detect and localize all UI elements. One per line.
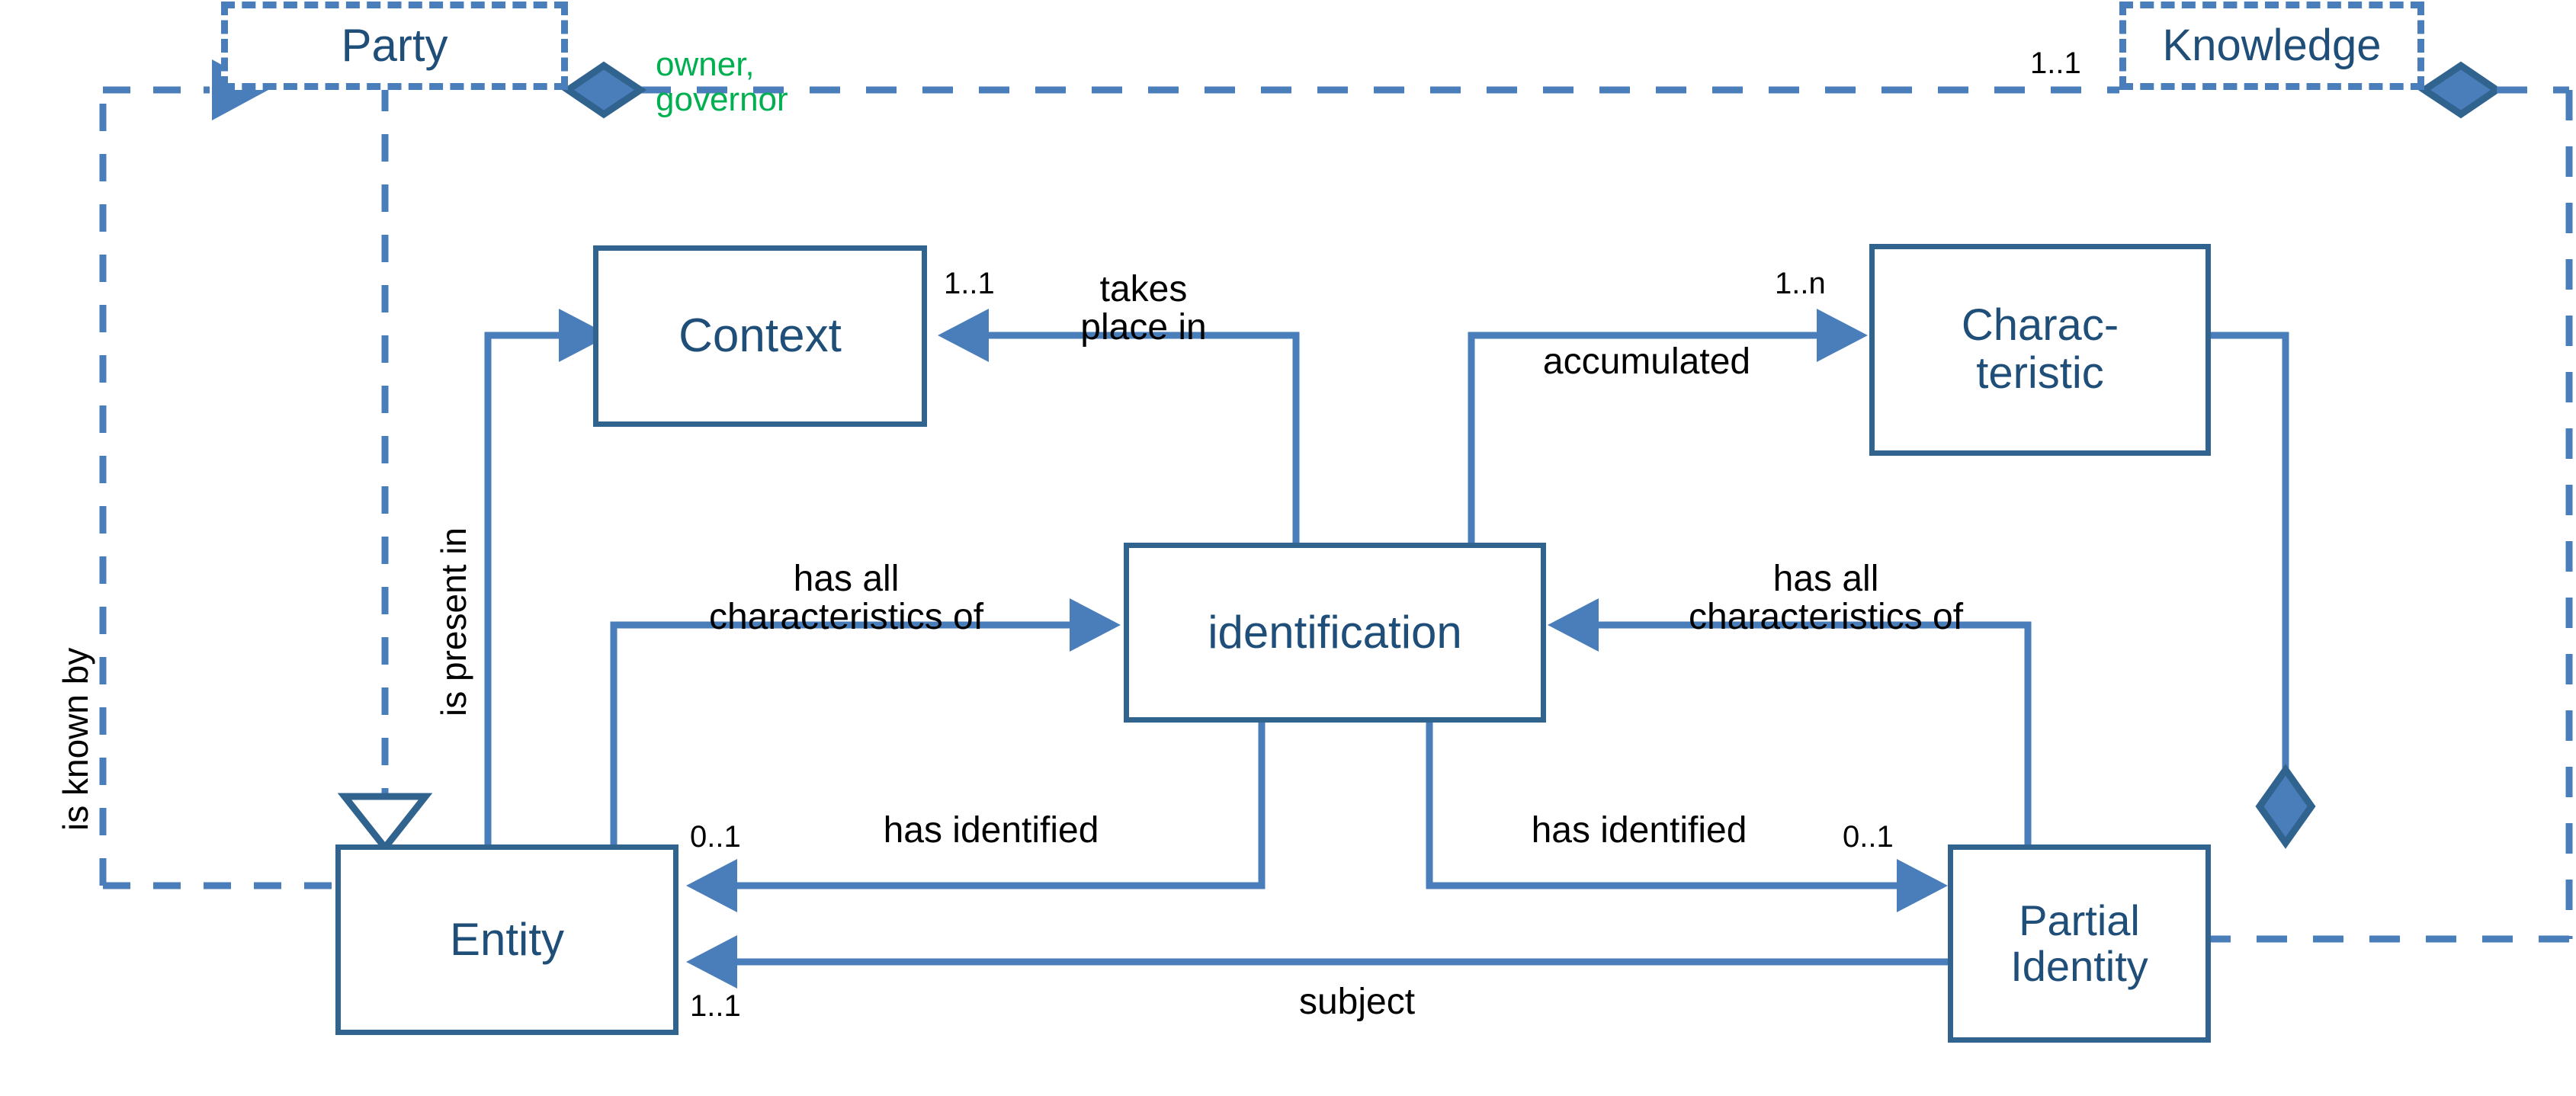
node-context-label: Context <box>678 309 842 362</box>
node-characteristic-label: Charac- teristic <box>1961 300 2119 398</box>
edge-characteristic-partialidentity <box>2211 332 2289 770</box>
arrowhead-partialidentity-left <box>1897 859 1948 912</box>
diamond-partialidentity-top <box>2255 764 2316 849</box>
edge-identification-entity <box>732 723 1266 889</box>
generalization-triangle-entity <box>337 793 433 854</box>
node-knowledge[interactable]: Knowledge <box>2119 2 2424 90</box>
multiplicity-partial-identity-left: 0..1 <box>1843 820 1894 854</box>
node-party[interactable]: Party <box>221 2 568 90</box>
arrowhead-context-right <box>938 309 989 362</box>
multiplicity-context-right: 1..1 <box>944 267 995 300</box>
diamond-knowledge-right <box>2417 61 2503 119</box>
multiplicity-entity-right-upper: 0..1 <box>690 820 741 854</box>
edge-identification-characteristic <box>1468 332 1822 543</box>
edge-entity-identification <box>610 621 1075 886</box>
arrowhead-identification-right <box>1548 598 1599 652</box>
arrowhead-entity-upper <box>686 859 737 912</box>
diamond-party-right <box>562 61 647 119</box>
multiplicity-entity-right-lower: 1..1 <box>690 989 741 1023</box>
edge-identification-partialidentity <box>1426 723 1902 889</box>
node-characteristic[interactable]: Charac- teristic <box>1869 244 2211 456</box>
node-partial-identity-label: Partial Identity <box>2010 896 2148 990</box>
node-knowledge-label: Knowledge <box>2162 20 2382 70</box>
edge-identification-context <box>983 332 1300 543</box>
node-party-label: Party <box>341 19 448 71</box>
edge-label-is-known-by: is known by <box>56 647 95 831</box>
arrowhead-context-left <box>559 309 610 362</box>
arrowhead-characteristic-left <box>1817 309 1868 362</box>
edge-is-known-by <box>99 86 335 889</box>
node-partial-identity[interactable]: Partial Identity <box>1948 844 2211 1043</box>
arrowhead-entity-lower <box>686 935 737 989</box>
node-identification[interactable]: identification <box>1124 543 1546 723</box>
node-entity-label: Entity <box>449 913 565 965</box>
multiplicity-characteristic-left: 1..n <box>1775 267 1826 300</box>
edge-entity-context <box>484 332 564 844</box>
edge-partialidentity-identification <box>1593 621 2032 844</box>
edge-label-is-present-in: is present in <box>434 527 473 716</box>
node-identification-label: identification <box>1208 606 1462 658</box>
node-entity[interactable]: Entity <box>335 844 678 1035</box>
node-context[interactable]: Context <box>593 245 927 427</box>
multiplicity-knowledge-left: 1..1 <box>2030 46 2081 80</box>
edge-knowledge-rail <box>2211 86 2573 943</box>
arrowhead-identification-left <box>1070 598 1121 652</box>
